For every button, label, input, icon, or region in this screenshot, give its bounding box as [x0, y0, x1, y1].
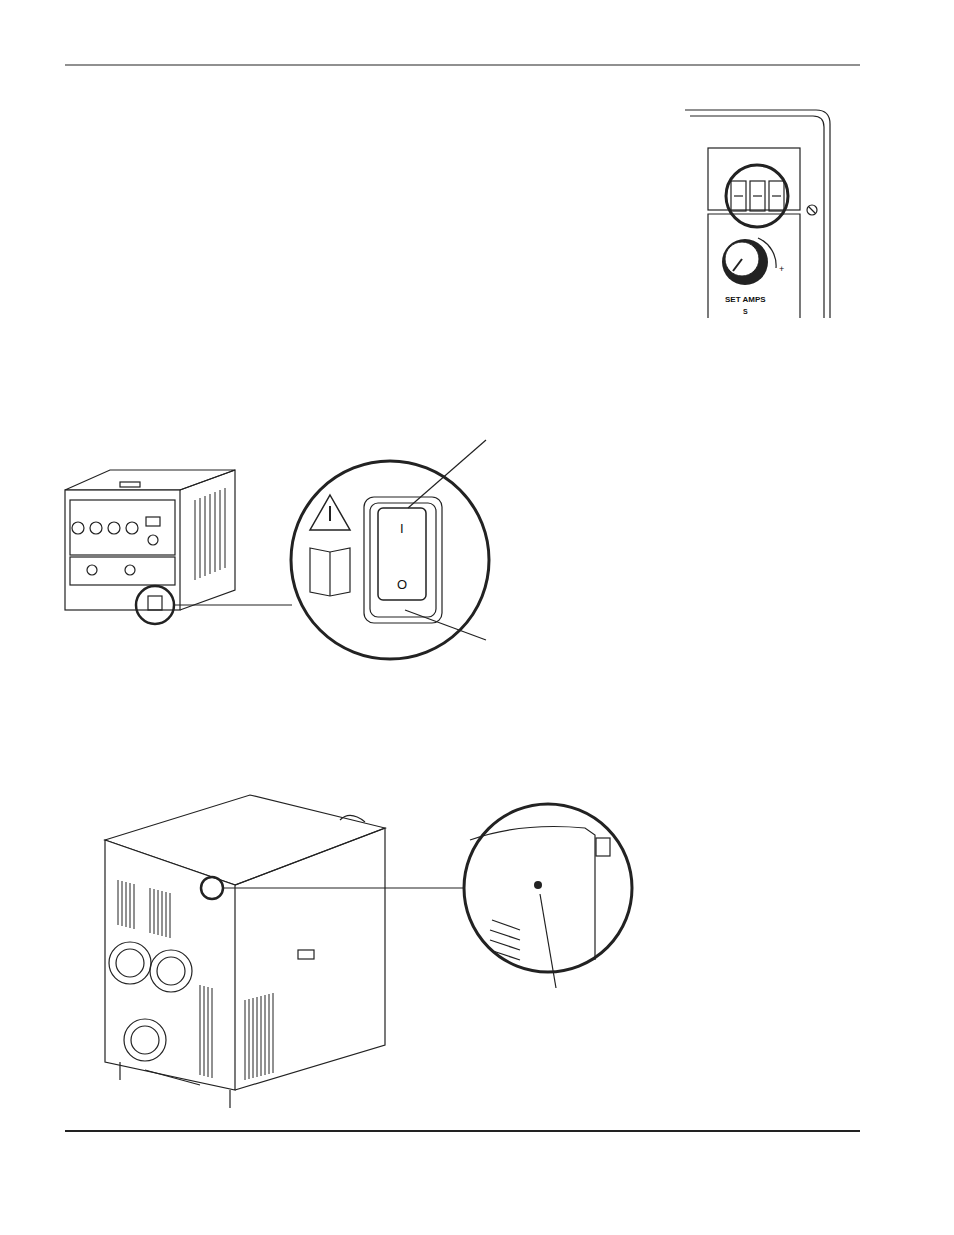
knob-mark: +	[779, 265, 784, 274]
switch-mark: I	[400, 522, 404, 535]
switch-mark: O	[397, 578, 407, 591]
panel-label: S	[743, 308, 748, 315]
panel-label: SET AMPS	[725, 296, 766, 304]
